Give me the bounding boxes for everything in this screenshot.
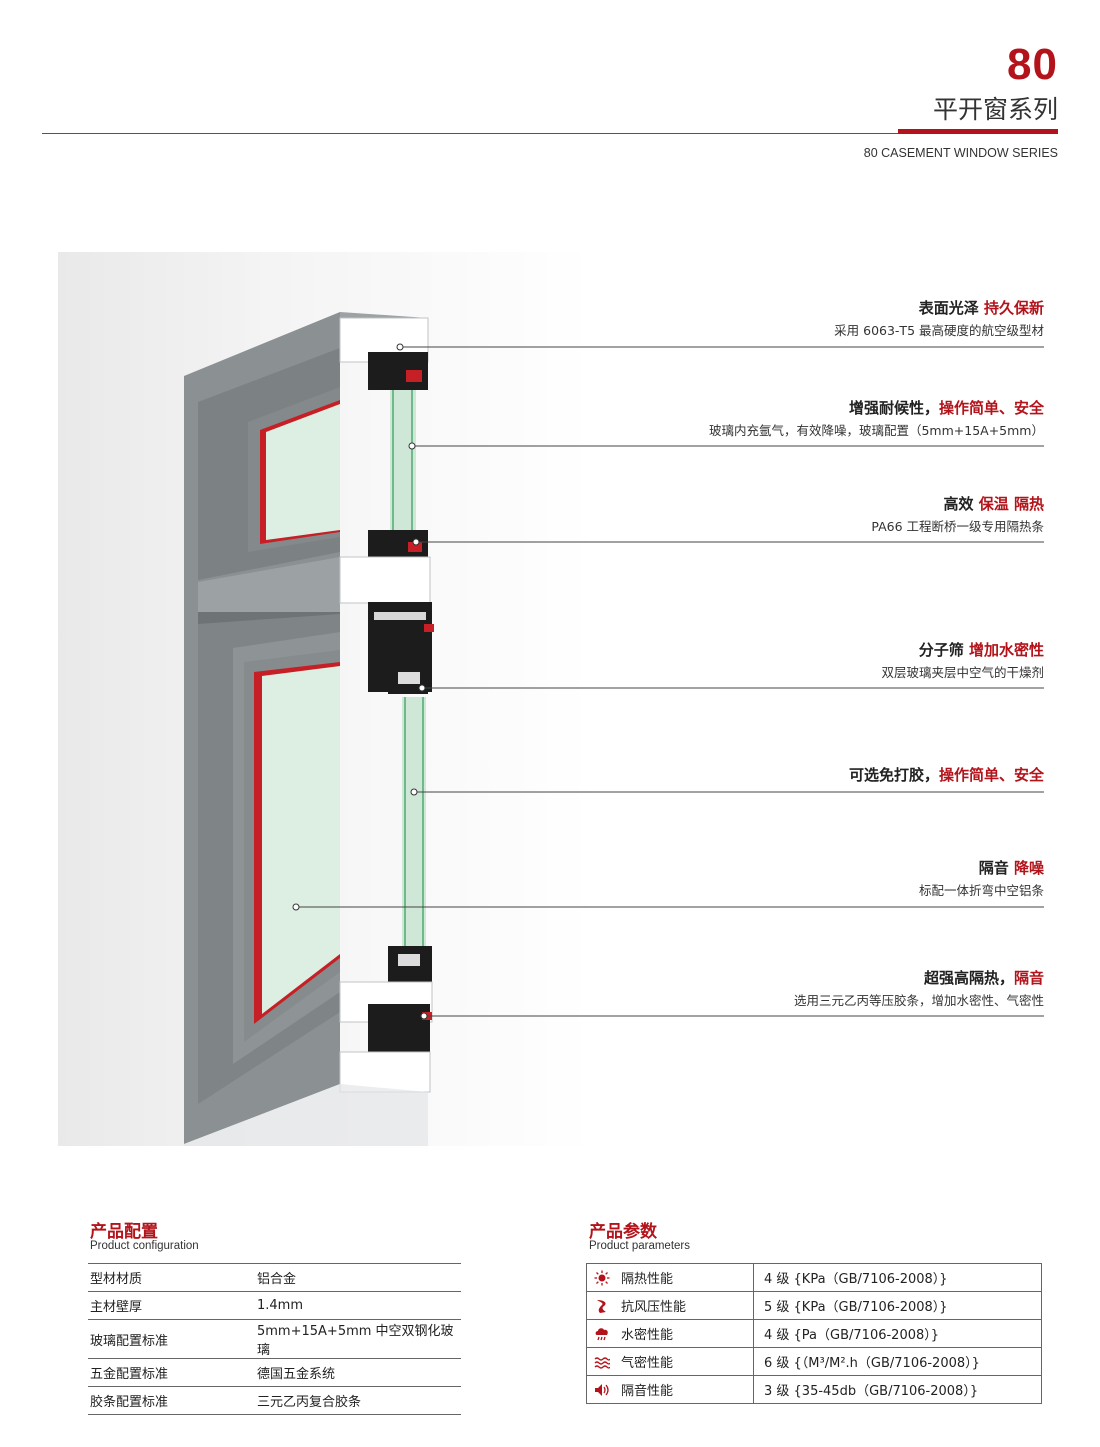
feature-title: 隔音 降噪 xyxy=(978,859,1044,877)
header-divider xyxy=(42,133,1058,134)
feature-surface: 表面光泽 持久保新 采用 6063-T5 最高硬度的航空级型材 xyxy=(400,298,1044,340)
feature-title: 超强高隔热，隔音 xyxy=(923,969,1044,987)
glass-upper xyxy=(266,404,340,540)
speaker-icon xyxy=(595,1383,609,1396)
feature-subtitle: 选用三元乙丙等压胶条，增加水密性、气密性 xyxy=(793,993,1044,1008)
sun-icon xyxy=(594,1270,610,1285)
config-subtitle: Product configuration xyxy=(90,1240,199,1252)
feature-molecular-sieve: 分子筛 增加水密性 双层玻璃夹层中空气的干燥剂 xyxy=(400,640,1044,682)
feature-soundproof: 隔音 降噪 标配一体折弯中空铝条 xyxy=(400,858,1044,900)
config-title: 产品配置 xyxy=(90,1222,158,1242)
feature-title: 可选免打胶，操作简单、安全 xyxy=(848,766,1044,784)
feature-title: 分子筛 增加水密性 xyxy=(918,641,1044,659)
series-number: 80 xyxy=(1007,40,1058,89)
feature-title: 增强耐候性，操作简单、安全 xyxy=(848,399,1044,417)
header-accent-bar xyxy=(898,129,1058,134)
feature-subtitle: 双层玻璃夹层中空气的干燥剂 xyxy=(881,665,1044,680)
table-row: 胶条配置标准三元乙丙复合胶条 xyxy=(88,1386,461,1415)
feature-subtitle: 玻璃内充氩气，有效降噪，玻璃配置（5mm+15A+5mm） xyxy=(708,423,1044,438)
feature-subtitle: 标配一体折弯中空铝条 xyxy=(918,883,1044,898)
window-cross-section-image xyxy=(58,252,594,1146)
feature-subtitle: 采用 6063-T5 最高硬度的航空级型材 xyxy=(834,323,1044,338)
params-title: 产品参数 xyxy=(589,1222,657,1242)
air-waves-icon xyxy=(594,1356,610,1369)
feature-subtitle: PA66 工程断桥一级专用隔热条 xyxy=(871,519,1044,534)
wind-pressure-icon xyxy=(597,1299,606,1313)
feature-super-insulation: 超强高隔热，隔音 选用三元乙丙等压胶条，增加水密性、气密性 xyxy=(400,968,1044,1010)
series-title-english: 80 CASEMENT WINDOW SERIES xyxy=(863,146,1058,160)
series-title: 平开窗系列 xyxy=(932,95,1058,124)
table-row: 型材材质铝合金 xyxy=(88,1263,461,1292)
feature-title: 高效 保温 隔热 xyxy=(943,495,1044,513)
table-row: 五金配置标准德国五金系统 xyxy=(88,1358,461,1387)
feature-title: 表面光泽 持久保新 xyxy=(918,299,1044,317)
feature-weather: 增强耐候性，操作简单、安全 玻璃内充氩气，有效降噪，玻璃配置（5mm+15A+5… xyxy=(400,398,1044,440)
feature-insulation: 高效 保温 隔热 PA66 工程断桥一级专用隔热条 xyxy=(400,494,1044,536)
params-subtitle: Product parameters xyxy=(589,1240,690,1252)
feature-glue-free: 可选免打胶，操作简单、安全 xyxy=(400,765,1044,785)
glass-lower xyxy=(262,666,340,1014)
rain-cloud-icon xyxy=(595,1327,608,1340)
window-profile-illustration xyxy=(184,312,434,1146)
